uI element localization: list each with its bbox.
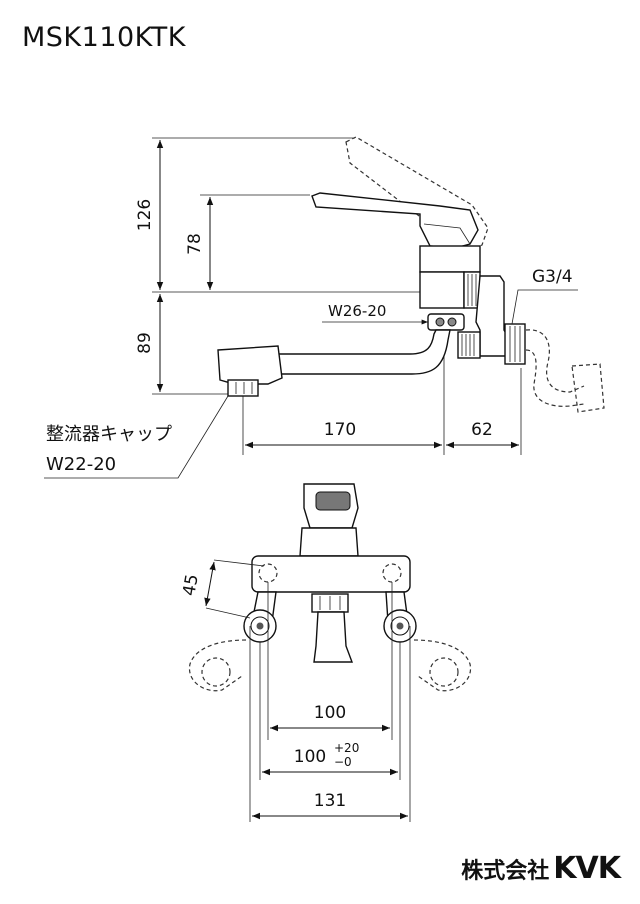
spout-head [217,345,283,385]
faucet-body-upper [419,245,481,273]
dim-78-label: 78 [185,233,205,255]
dim-45-label: 45 [179,573,202,598]
callout-nut-label: W26-20 [328,302,386,320]
callout-thread-label: G3/4 [532,267,573,287]
lever-grip [315,491,351,511]
lever-handle [311,192,479,249]
front-view: 45 100 100 +20 −0 131 [179,483,472,822]
left-supply-elbow [188,639,247,692]
dim-100-label: 100 [314,703,346,723]
tolerance-minus: −0 [334,755,352,769]
right-supply-elbow [413,639,472,692]
front-body-neck [299,527,359,557]
side-view: 126 78 89 170 62 [44,136,605,479]
callout-aerator-label-jp: 整流器キャップ [46,424,172,445]
union-nut [457,331,481,359]
aerator-cap [227,379,259,397]
lever-open-position-outline [345,136,489,251]
dim-126-label: 126 [135,199,155,231]
dim-131-label: 131 [314,791,346,811]
front-spout [313,611,354,663]
spout-nut [427,313,465,331]
spout-pipe [269,329,451,375]
dimension-line-45 [204,561,216,607]
supply-elbow-outline [525,329,605,413]
dim-100-tol-label: 100 [294,747,326,767]
dim-170-label: 170 [324,420,356,440]
callout-aerator-label-size: W22-20 [46,454,116,475]
front-body-bar [251,555,411,593]
dim-89-label: 89 [135,332,155,354]
company-name-kvk: KVK [553,851,621,886]
dim-62-label: 62 [471,420,493,440]
model-title: MSK110KTK [22,22,186,53]
company-name-jp: 株式会社 [461,859,550,884]
tolerance-plus: +20 [334,741,359,755]
faucet-body [419,271,465,309]
